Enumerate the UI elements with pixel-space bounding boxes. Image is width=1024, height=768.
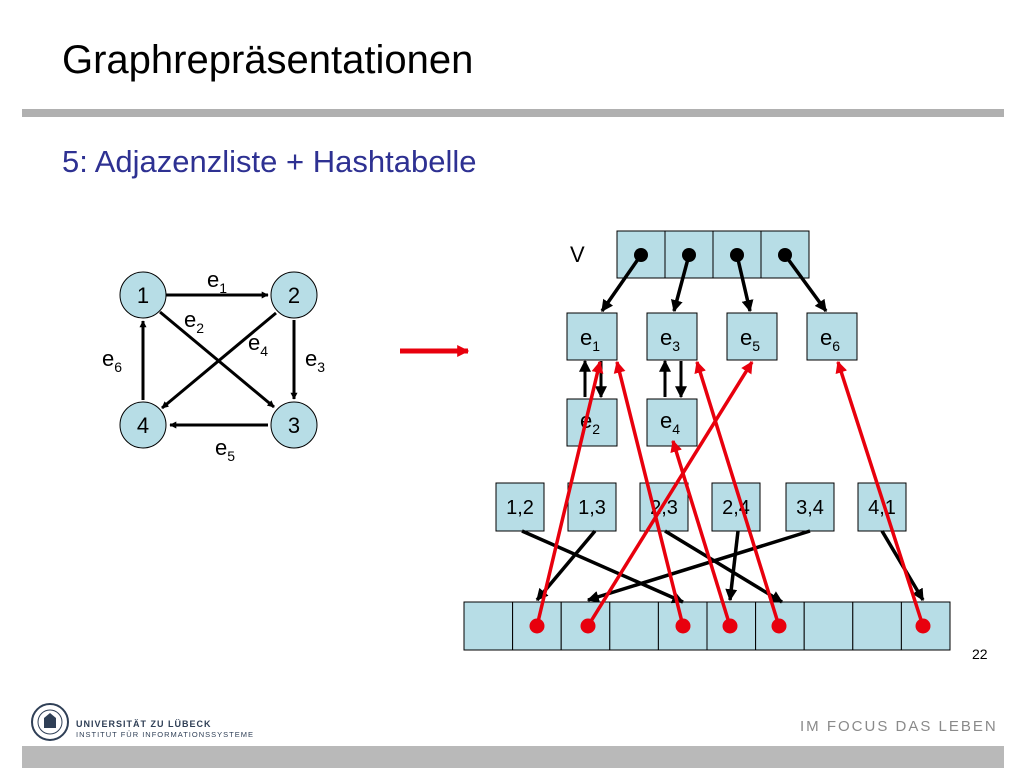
hash-arrow [586,529,811,603]
red-pointer [835,360,925,627]
page-title: Graphrepräsentationen [62,38,474,82]
pointer-dot [778,248,792,262]
hash-arrow [725,530,740,602]
key-label: 1,2 [506,497,534,519]
footer-motto: IM FOCUS DAS LEBEN [800,718,998,735]
hash-slot [803,601,854,651]
red-dot [722,618,738,634]
key-label: 4,1 [868,497,896,519]
red-dot [529,618,545,634]
hash-arrow [521,529,685,604]
edge-node [726,312,778,361]
key-label: 3,4 [796,497,824,519]
graph: 1 2 3 4 e1 e2 e3 e4 e5 e6 [102,267,325,464]
hash-slot [609,601,659,651]
edge-node [806,312,858,361]
footer-bar [22,746,1004,768]
graph-edge-label: e4 [248,330,268,359]
graph-edge-label: e3 [305,346,325,375]
graph-vertex-label: 1 [137,283,149,308]
hash-slot [463,601,514,651]
edge-node-label: e3 [660,325,680,354]
graph-vertex-4 [119,401,167,449]
pointer-dot [682,248,696,262]
edge-node-label: e5 [740,325,760,354]
graph-edge-label: e1 [207,267,227,296]
red-dot [580,618,596,634]
pointer-dot [634,248,648,262]
data-structure: V e1 e3 e5 e6 e2 e [463,230,951,651]
diagram: 1 2 3 4 e1 e2 e3 e4 e5 e6 V [102,230,951,651]
vertex-pointer [670,254,691,313]
subtitle: 5: Adjazenzliste + Hashtabelle [62,144,477,179]
graph-edge-label: e2 [184,307,204,336]
edge-node-label: e1 [580,325,600,354]
graph-edge-label: e6 [102,346,122,375]
title-rule [22,109,1004,117]
key-box [495,482,545,532]
edge-node [566,312,618,361]
red-dot [675,618,691,634]
key-box [785,482,835,532]
graph-vertex-label: 4 [137,413,149,438]
page-number: 22 [972,646,988,662]
vertex-pointer [735,254,754,313]
pointer-dot [730,248,744,262]
key-box [567,482,617,532]
red-pointer [586,360,754,627]
red-pointer [670,439,732,627]
university-seal-icon [31,703,69,741]
vertex-pointer [600,253,643,313]
key-label: 1,3 [578,497,606,519]
vertex-pointer [783,253,828,313]
edge-node-label: e4 [660,408,680,437]
graph-vertex-3 [270,401,318,449]
red-pointer [535,360,604,627]
university-name: UNIVERSITÄT ZU LÜBECK [76,719,212,729]
graph-vertex-label: 3 [288,413,300,438]
key-box [857,482,907,532]
institute-name: INSTITUT FÜR INFORMATIONSSYSTEME [76,730,254,739]
graph-edge-e4 [159,310,275,409]
hash-slot [852,601,902,651]
red-dot [771,618,787,634]
edge-node [566,398,618,447]
edge-node [646,312,698,361]
vertex-array-label: V [570,242,585,267]
graph-vertex-1 [119,271,167,319]
red-pointer [694,360,781,627]
red-pointer [613,360,685,627]
edge-node-label: e6 [820,325,840,354]
graph-edge-label: e5 [215,435,235,464]
graph-vertex-2 [270,271,318,319]
hash-arrow [664,529,784,604]
red-dot [915,618,931,634]
graph-vertex-label: 2 [288,283,300,308]
